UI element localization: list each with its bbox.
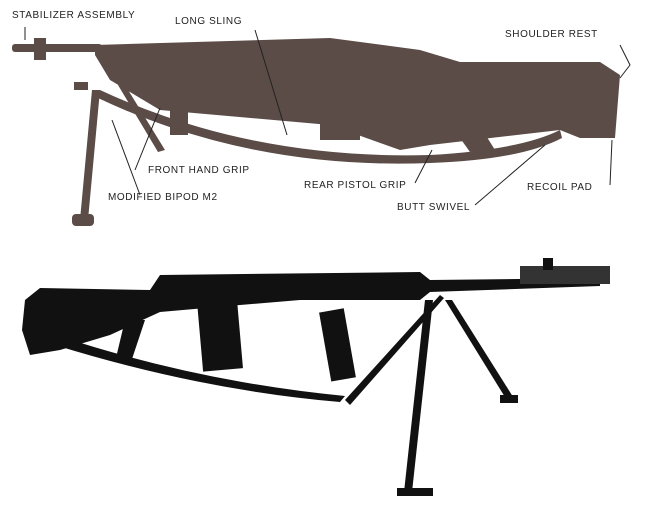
label-shoulder-rest: SHOULDER REST bbox=[505, 29, 598, 40]
top-rifle-photo bbox=[12, 38, 620, 226]
bottom-rifle-photo bbox=[22, 258, 610, 496]
label-butt-swivel: BUTT SWIVEL bbox=[397, 202, 471, 213]
label-stabilizer-assembly: STABILIZER ASSEMBLY bbox=[12, 10, 136, 21]
label-long-sling: LONG SLING bbox=[175, 16, 243, 27]
label-rear-pistol-grip: REAR PISTOL GRIP bbox=[304, 180, 407, 191]
label-arrows bbox=[24, 27, 631, 206]
label-front-hand-grip: FRONT HAND GRIP bbox=[148, 165, 250, 176]
label-recoil-pad: RECOIL PAD bbox=[527, 182, 593, 193]
label-modified-bipod: MODIFIED BIPOD M2 bbox=[108, 192, 218, 203]
